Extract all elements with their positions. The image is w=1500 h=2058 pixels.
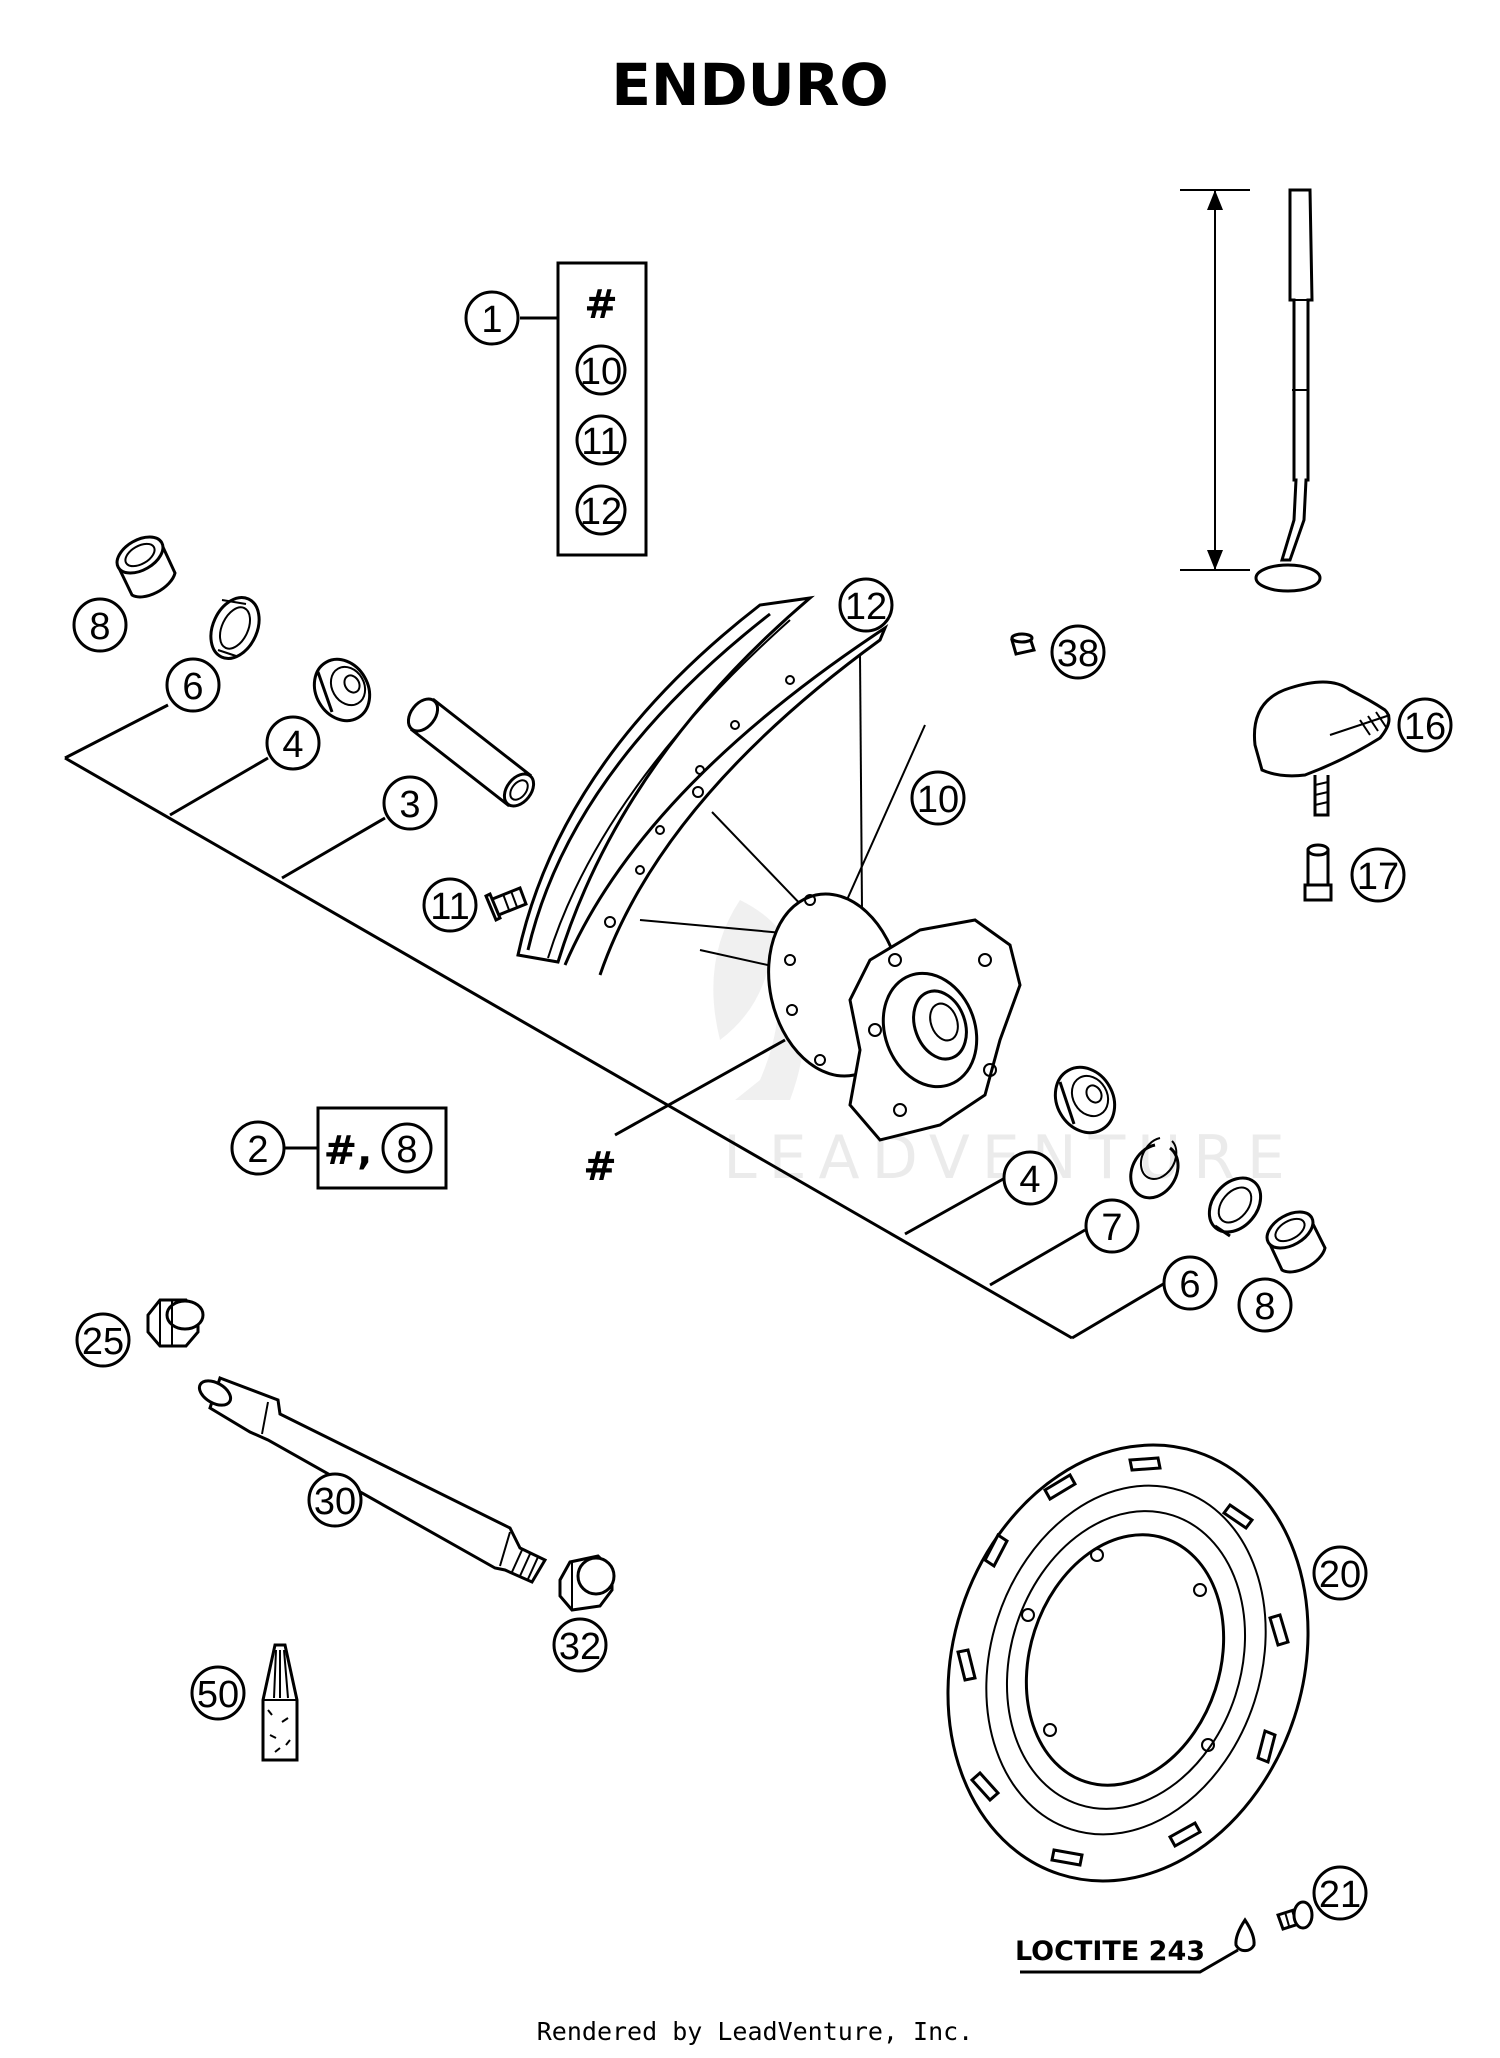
callout-32-circle[interactable] [552, 1617, 608, 1673]
loctite-drop-icon [1234, 1917, 1256, 1953]
kit-2-ref-8-circle [381, 1122, 433, 1174]
callout-6-top-label: 6 [182, 666, 203, 708]
bearing-bottom [1053, 1065, 1117, 1135]
axle-30 [197, 1376, 548, 1584]
callout-12-label: 12 [845, 586, 887, 628]
callout-21-label: 21 [1319, 1874, 1361, 1916]
callout-7-circle[interactable] [1084, 1198, 1140, 1254]
kit-1-ref-12-label: 12 [580, 491, 622, 533]
callout-32-label: 32 [559, 1626, 601, 1668]
callout-38-label: 38 [1057, 633, 1099, 675]
axle-clamp-nut-32 [558, 1554, 616, 1612]
callout-11-circle[interactable] [422, 877, 478, 933]
callout-21-circle[interactable] [1312, 1865, 1368, 1921]
callout-17-label: 17 [1357, 856, 1399, 898]
callout-30-label: 30 [314, 1481, 356, 1523]
callout-8-top-label: 8 [89, 606, 110, 648]
callout-17-circle[interactable] [1350, 847, 1406, 903]
callout-3-circle[interactable] [382, 775, 438, 831]
callout-4-bottom-label: 4 [1019, 1159, 1040, 1201]
kit-1-ref-12-circle [575, 484, 627, 536]
footer-credit: Rendered by LeadVenture, Inc. [537, 2017, 974, 2046]
cap-38 [1010, 632, 1036, 656]
callout-2-circle[interactable] [230, 1120, 286, 1176]
rim-lock-16 [1252, 680, 1391, 817]
hub-hash-label: # [583, 1144, 617, 1190]
wheel-rim [516, 595, 889, 976]
callout-8-bottom-label: 8 [1254, 1286, 1275, 1328]
kit-2-hash-label: #, [324, 1128, 373, 1174]
callout-2-label: 2 [247, 1129, 268, 1171]
assembly-leader-lines [64, 703, 1166, 1340]
callout-50-label: 50 [197, 1674, 239, 1716]
callout-6-bottom-circle[interactable] [1162, 1255, 1218, 1311]
nut-17 [1303, 843, 1333, 902]
seal-top [209, 596, 261, 660]
callout-30-circle[interactable] [307, 1472, 363, 1528]
callout-20-circle[interactable] [1312, 1545, 1368, 1601]
callout-8-top-circle[interactable] [72, 597, 128, 653]
callout-4-top-circle[interactable] [265, 715, 321, 771]
distance-sleeve [406, 697, 536, 808]
callout-1-circle[interactable] [464, 290, 520, 346]
spoke-part [1180, 188, 1322, 593]
callout-7-label: 7 [1101, 1207, 1122, 1249]
seal-bottom [1207, 1176, 1263, 1238]
callout-12-circle[interactable] [838, 577, 894, 633]
callout-1-label: 1 [481, 299, 502, 341]
spacer-top [115, 535, 177, 599]
callout-6-top-circle[interactable] [165, 657, 221, 713]
kit-1-group: 1 # 10 11 12 [464, 261, 648, 557]
callout-4-bottom-circle[interactable] [1002, 1150, 1058, 1206]
loctite-label: LOCTITE 243 [1015, 1936, 1205, 1967]
kit-2-group: 2 #, 8 [230, 1106, 448, 1190]
callout-16-label: 16 [1404, 706, 1446, 748]
grease-tube-50 [261, 1643, 299, 1762]
callout-20-label: 20 [1319, 1554, 1361, 1596]
callout-38-circle[interactable] [1050, 624, 1106, 680]
callout-25-circle[interactable] [75, 1312, 131, 1368]
callout-11-label: 11 [430, 886, 469, 928]
kit-2-ref-8-label: 8 [396, 1129, 417, 1171]
kit-1-hash-label: # [584, 282, 618, 328]
brake-disc-20 [946, 1443, 1310, 1883]
callout-6-bottom-label: 6 [1179, 1264, 1200, 1306]
kit-1-ref-11-circle [575, 414, 627, 466]
kit-1-ref-11-label: 11 [581, 421, 620, 463]
wheel-hub [767, 892, 1022, 1142]
callout-8-bottom-circle[interactable] [1237, 1277, 1293, 1333]
kit-1-ref-10-label: 10 [580, 351, 622, 393]
diagram-title: ENDURO [611, 51, 888, 119]
kit-1-box [556, 261, 648, 557]
bearing-top [312, 657, 372, 723]
callout-3-label: 3 [399, 784, 420, 826]
callout-4-top-label: 4 [282, 724, 303, 766]
kit-1-ref-10-circle [575, 344, 627, 396]
callout-25-label: 25 [82, 1321, 124, 1363]
disc-screw-21 [1276, 1900, 1314, 1931]
callout-10-circle[interactable] [910, 770, 966, 826]
callout-16-circle[interactable] [1397, 697, 1453, 753]
axle-nut-25 [146, 1298, 205, 1348]
callout-10-label: 10 [917, 779, 959, 821]
spoke-nipple [484, 886, 528, 923]
callout-50-circle[interactable] [190, 1665, 246, 1721]
spacer-bottom [1265, 1210, 1327, 1274]
circlip [1129, 1137, 1180, 1200]
